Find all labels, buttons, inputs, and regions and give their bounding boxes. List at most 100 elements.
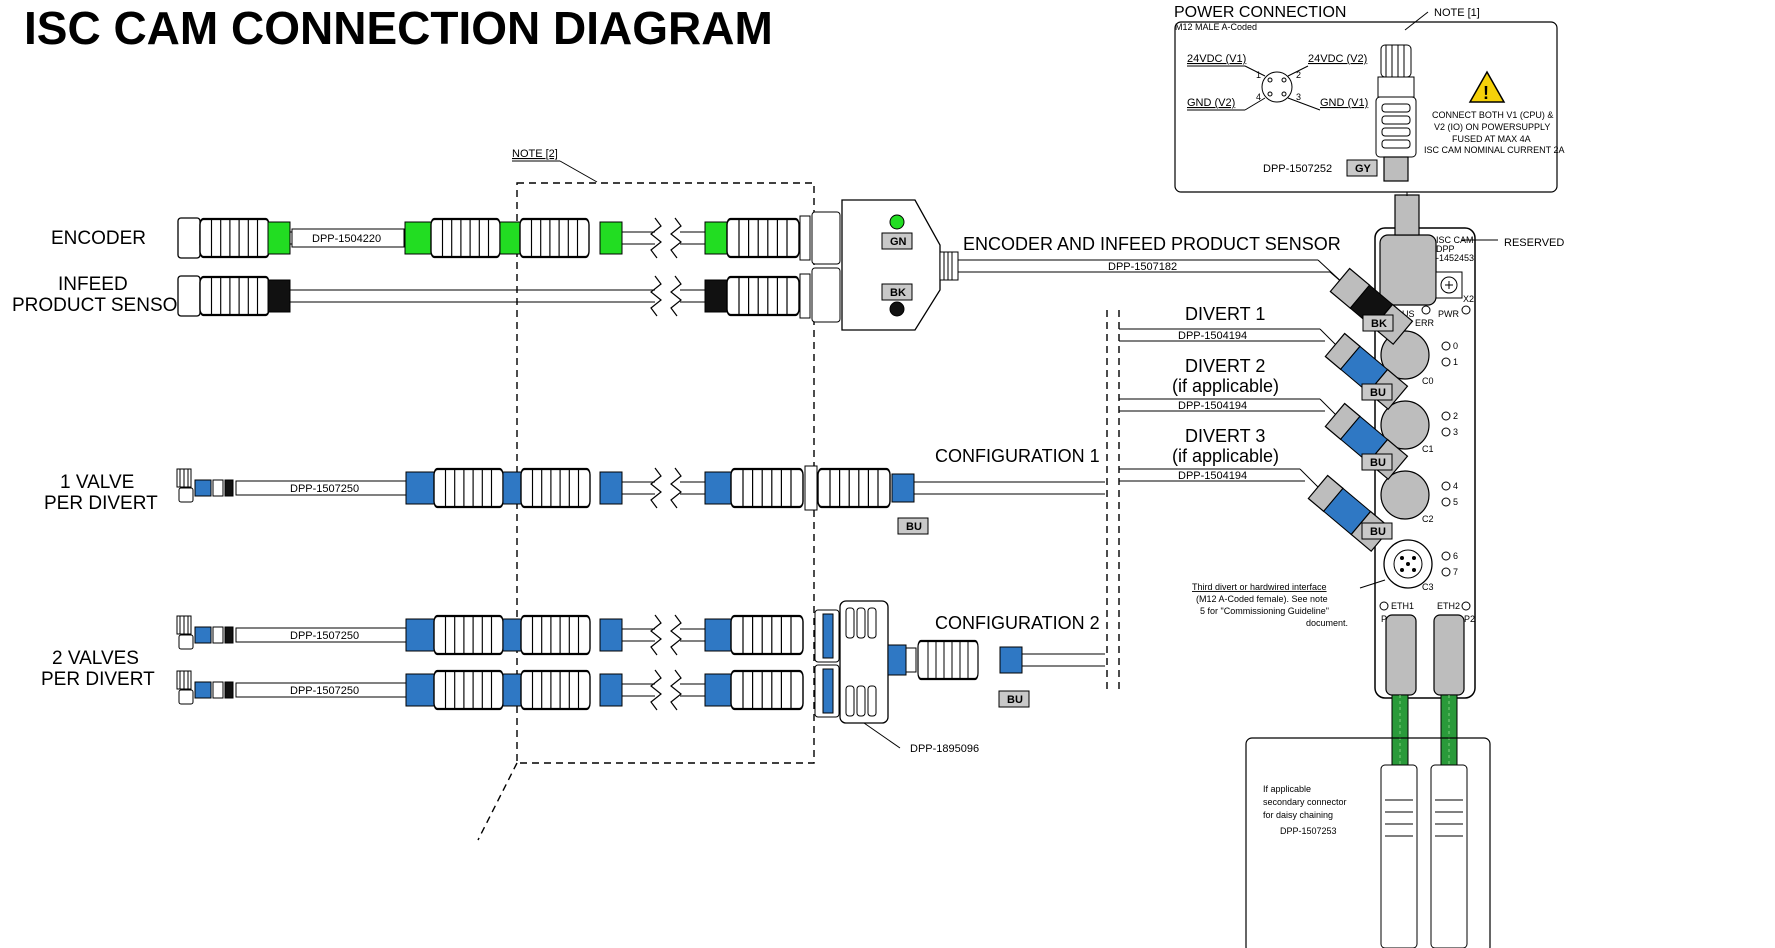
power-warning-line1: CONNECT BOTH V1 (CPU) & xyxy=(1432,110,1553,120)
divert2-part-number: DPP-1504194 xyxy=(1178,400,1247,412)
power-subtitle: M12 MALE A-Coded xyxy=(1175,22,1257,32)
daisy-note-line2: secondary connector xyxy=(1263,797,1347,807)
page-title: ISC CAM CONNECTION DIAGRAM xyxy=(24,2,773,54)
valve1-part-number: DPP-1507250 xyxy=(290,483,359,495)
label-divert3-sub: (if applicable) xyxy=(1172,446,1279,466)
daisy-part-number: DPP-1507253 xyxy=(1280,826,1337,836)
m12-pinout-icon xyxy=(1261,71,1293,103)
power-warning-line3: FUSED AT MAX 4A xyxy=(1452,134,1531,144)
label-divert3: DIVERT 3 xyxy=(1185,426,1265,446)
power-tag-gy: GY xyxy=(1346,159,1378,177)
pin-2: 2 xyxy=(1296,70,1301,80)
config1-tag-bu: BU xyxy=(897,517,929,535)
pin-1: 1 xyxy=(1256,70,1261,80)
eth1-label: ETH1 xyxy=(1391,601,1414,611)
ch-1-label: 1 xyxy=(1453,357,1458,367)
third-divert-note-line4: document. xyxy=(1306,618,1348,628)
divert1-part-number: DPP-1504194 xyxy=(1178,330,1247,342)
module-c0-label: C0 xyxy=(1422,376,1434,386)
plug-tag-bu-1: BU xyxy=(1361,383,1393,401)
label-reserved: RESERVED xyxy=(1504,237,1564,249)
config2-cable-row-1: DPP-1507250 xyxy=(176,609,840,663)
module-name-line2: DPP xyxy=(1436,244,1455,254)
label-divert2-sub: (if applicable) xyxy=(1172,376,1279,396)
svg-text:GN: GN xyxy=(890,236,907,248)
ch-5-label: 5 xyxy=(1453,497,1458,507)
valve2b-part-number: DPP-1507250 xyxy=(290,685,359,697)
black-indicator-icon xyxy=(889,301,905,317)
label-encoder: ENCODER xyxy=(51,228,146,249)
svg-text:BU: BU xyxy=(1007,694,1023,706)
module-c1-label: C1 xyxy=(1422,444,1434,454)
svg-text:BU: BU xyxy=(1370,526,1386,538)
label-valve1-line1: 1 VALVE xyxy=(60,472,134,493)
svg-text:BK: BK xyxy=(890,287,906,299)
svg-text:!: ! xyxy=(1483,83,1489,103)
module-bus-label: BUS xyxy=(1396,309,1415,319)
pin-4: 4 xyxy=(1256,92,1261,102)
daisy-note-line3: for daisy chaining xyxy=(1263,810,1333,820)
splitter-part-number: DPP-1507182 xyxy=(1108,261,1177,273)
eth2-label: ETH2 xyxy=(1437,601,1460,611)
ch-0-label: 0 xyxy=(1453,341,1458,351)
label-valve1-line2: PER DIVERT xyxy=(44,493,158,514)
note-1-label: NOTE [1] xyxy=(1434,7,1480,19)
daisy-note-line1: If applicable xyxy=(1263,784,1311,794)
power-part-number: DPP-1507252 xyxy=(1263,163,1332,175)
tag-bk: BK xyxy=(881,283,913,301)
pin-24v-v1: 24VDC (V1) xyxy=(1187,53,1246,65)
divert-cables xyxy=(1119,328,1337,490)
y-splitter-part-number: DPP-1895096 xyxy=(910,743,979,755)
power-warning-line4: ISC CAM NOMINAL CURRENT 2A xyxy=(1424,145,1565,155)
svg-text:GY: GY xyxy=(1355,163,1372,175)
svg-text:BU: BU xyxy=(1370,457,1386,469)
ch-4-label: 4 xyxy=(1453,481,1458,491)
config1-cable-row: DPP-1507250 xyxy=(176,465,1105,511)
isc-cam-module: ISC CAM DPP -1452453 X2 BUS ERR PWR C0 C… xyxy=(1374,180,1476,699)
module-x2-label: X2 xyxy=(1463,294,1474,304)
valve2a-part-number: DPP-1507250 xyxy=(290,630,359,642)
tag-gn: GN xyxy=(881,232,913,250)
valve-y-splitter xyxy=(839,600,1105,724)
power-connection-box xyxy=(1174,21,1558,193)
module-pwr-label: PWR xyxy=(1438,309,1459,319)
power-cable xyxy=(1375,44,1417,182)
config2-tag-bu: BU xyxy=(998,690,1030,708)
label-valve2-line2: PER DIVERT xyxy=(41,669,155,690)
label-config2: CONFIGURATION 2 xyxy=(935,613,1100,633)
daisy-chain-box xyxy=(1245,737,1491,948)
infeed-cable-row xyxy=(177,267,841,323)
third-divert-note-line3: 5 for "Commissioning Guideline" xyxy=(1200,606,1329,616)
pin-24v-v2: 24VDC (V2) xyxy=(1308,53,1367,65)
module-name-line1: ISC CAM xyxy=(1436,235,1474,245)
label-divert1: DIVERT 1 xyxy=(1185,304,1265,324)
encoder-splitter: GN BK xyxy=(841,199,959,331)
label-infeed-line2: PRODUCT SENSOR xyxy=(12,295,191,316)
label-encoder-infeed: ENCODER AND INFEED PRODUCT SENSOR xyxy=(963,234,1341,254)
note-2-label: NOTE [2] xyxy=(512,148,558,160)
pin-gnd-v2: GND (V2) xyxy=(1187,97,1235,109)
module-c3-label: C3 xyxy=(1422,582,1434,592)
label-valve2-line1: 2 VALVES xyxy=(52,648,139,669)
divert3-part-number: DPP-1504194 xyxy=(1178,470,1247,482)
encoder-cable-row: DPP-1504220 xyxy=(177,211,841,265)
third-divert-note-line1: Third divert or hardwired interface xyxy=(1192,582,1327,592)
ch-7-label: 7 xyxy=(1453,567,1458,577)
svg-text:BU: BU xyxy=(1370,387,1386,399)
power-title: POWER CONNECTION xyxy=(1174,4,1346,21)
pin-gnd-v1: GND (V1) xyxy=(1320,97,1368,109)
svg-text:BK: BK xyxy=(1371,318,1387,330)
module-name-line3: -1452453 xyxy=(1436,253,1474,263)
green-indicator-icon xyxy=(889,214,905,230)
plug-tag-bu-2: BU xyxy=(1361,453,1393,471)
plug-tag-bk: BK xyxy=(1362,314,1394,332)
warning-icon: ! xyxy=(1468,70,1506,103)
third-divert-note-line2: (M12 A-Coded female). See note xyxy=(1196,594,1328,604)
module-err-label: ERR xyxy=(1415,318,1435,328)
label-divert2: DIVERT 2 xyxy=(1185,356,1265,376)
label-infeed-line1: INFEED xyxy=(58,274,128,295)
svg-text:BU: BU xyxy=(906,521,922,533)
encoder-part-number: DPP-1504220 xyxy=(312,233,381,245)
plug-tag-bu-3: BU xyxy=(1361,522,1393,540)
